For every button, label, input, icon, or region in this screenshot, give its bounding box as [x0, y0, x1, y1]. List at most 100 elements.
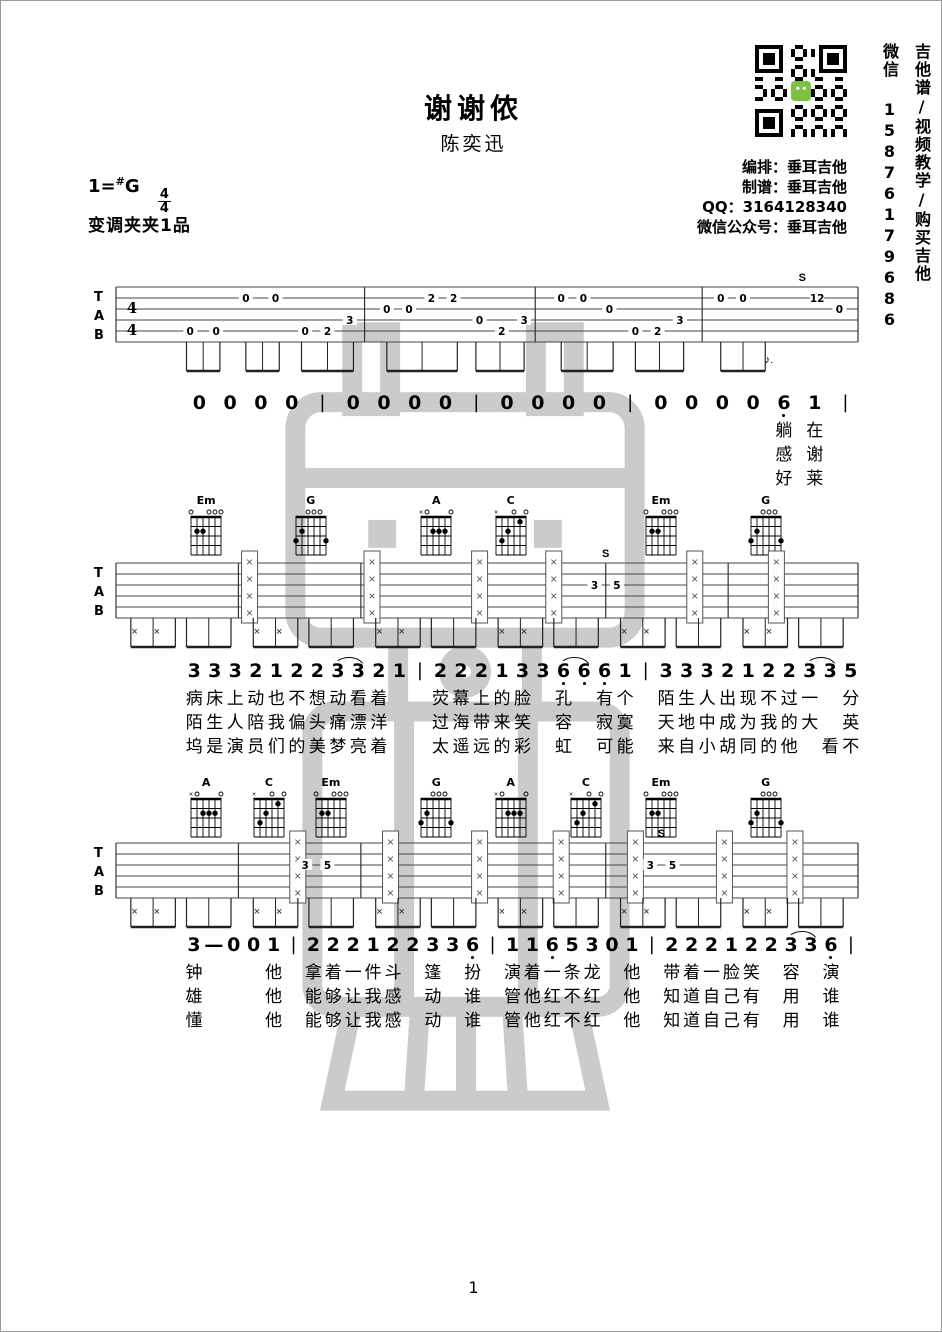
svg-text:×: ×: [766, 906, 772, 918]
lyric-char: 管: [503, 1011, 521, 1031]
svg-text:×: ×: [294, 852, 301, 866]
lyric-char: 能: [616, 737, 634, 757]
time-bottom: 4: [159, 201, 169, 216]
svg-text:×: ×: [632, 869, 639, 883]
lyric-char: 谢: [806, 445, 824, 465]
svg-text:×: ×: [494, 510, 498, 517]
lyric-char: 感: [775, 445, 793, 465]
lyric-char: 自: [703, 987, 721, 1007]
svg-text:0: 0: [213, 326, 220, 338]
lyric-char: [224, 1009, 244, 1033]
lyric-char: [645, 443, 676, 467]
melody-note: 1: [495, 660, 509, 682]
melody-note: 0: [254, 392, 268, 414]
melody-note: 1: [724, 934, 739, 956]
slur-arc: [805, 657, 837, 667]
lyric-char: [338, 443, 369, 467]
chord-diagram-c: C×: [250, 777, 288, 844]
svg-text:×: ×: [791, 852, 798, 866]
lyric-char: 着: [523, 963, 541, 983]
chord-diagram-g: G: [747, 495, 785, 562]
lyric-char: [830, 419, 861, 443]
chord-diagram-em: Em: [312, 777, 350, 844]
lyric-char: 他: [780, 737, 798, 757]
lyric-char: 我: [760, 713, 778, 733]
lyric-char: 带: [663, 963, 681, 983]
lyric-char: 太: [431, 737, 449, 757]
barline: |: [648, 934, 655, 955]
slur-arc: [559, 657, 591, 667]
lyric-char: 是: [206, 737, 224, 757]
lyric-char: [483, 961, 503, 985]
chord-diagram-em: Em: [642, 777, 680, 844]
melody-note: 3: [680, 660, 694, 682]
lyric-char: [533, 687, 554, 711]
svg-text:3: 3: [676, 315, 683, 327]
lyric-char: 在: [806, 421, 824, 441]
svg-text:×: ×: [691, 555, 698, 569]
lyric-char: [244, 1009, 264, 1033]
lyric-char: 生: [678, 689, 696, 709]
svg-text:B: B: [94, 884, 104, 899]
key-prefix: 1=: [88, 176, 116, 197]
svg-text:3: 3: [520, 315, 527, 327]
lyric-char: 好: [775, 469, 793, 489]
melody-note: 3: [515, 660, 530, 682]
melody-note: 0: [247, 934, 261, 956]
lyric-char: 陌: [185, 713, 203, 733]
svg-text:0: 0: [632, 326, 639, 338]
chord-diagram-c: C×: [567, 777, 605, 844]
svg-text:3: 3: [647, 860, 654, 872]
svg-text:♪.: ♪.: [765, 354, 774, 366]
lyric-char: [443, 1009, 463, 1033]
lyric-char: [584, 467, 615, 491]
chord-grid: ×: [569, 792, 604, 838]
lyric-char: [533, 735, 554, 759]
sidebar-services-text: 吉他谱/视频教学/购买吉他: [912, 43, 931, 283]
chord-label: A: [506, 776, 515, 789]
lyric-char: [602, 985, 622, 1009]
lyric-char: 动: [329, 689, 347, 709]
lyric-char: 陪: [247, 713, 265, 733]
lyric-char: 彩: [514, 737, 531, 757]
lyric-char: 知: [663, 1011, 681, 1031]
chord-label: G: [306, 494, 316, 507]
lyric-char: [707, 443, 738, 467]
lyric-char: [430, 467, 461, 491]
lyric-char: 人: [698, 689, 716, 709]
svg-text:×: ×: [721, 852, 728, 866]
barline: |: [847, 934, 854, 955]
lyric-char: 不: [563, 987, 581, 1007]
lyric-char: 同: [739, 737, 757, 757]
svg-text:×: ×: [154, 906, 160, 918]
svg-text:×: ×: [569, 792, 573, 799]
key-letter: G: [124, 176, 140, 197]
lyric-char: 着: [683, 963, 701, 983]
lyric-char: 不: [563, 1011, 581, 1031]
svg-text:0: 0: [187, 326, 194, 338]
lyric-char: 演: [503, 963, 521, 983]
lyric-char: 遥: [452, 737, 470, 757]
melody-note: 3: [187, 660, 201, 682]
lyric-char: 能: [304, 987, 322, 1007]
svg-text:×: ×: [154, 626, 160, 638]
melody-note: 2: [249, 660, 263, 682]
svg-text:×: ×: [550, 572, 557, 586]
lyric-char: 脸: [514, 689, 531, 709]
svg-text:2: 2: [428, 293, 435, 305]
svg-text:×: ×: [773, 606, 780, 620]
sidebar-vertical-text: 吉他谱/视频教学/购买吉他 微信 15876179686: [869, 43, 933, 963]
lyric-char: [801, 961, 821, 985]
svg-text:×: ×: [766, 626, 772, 638]
melody-note: 3: [659, 660, 673, 682]
lyric-char: [602, 1009, 622, 1033]
lyric-char: 我: [364, 987, 382, 1007]
lyric-char: [841, 1009, 861, 1033]
chord-diagram-g: G: [292, 495, 330, 562]
lyric-char: 拿: [304, 963, 322, 983]
lyric-char: [738, 443, 769, 467]
